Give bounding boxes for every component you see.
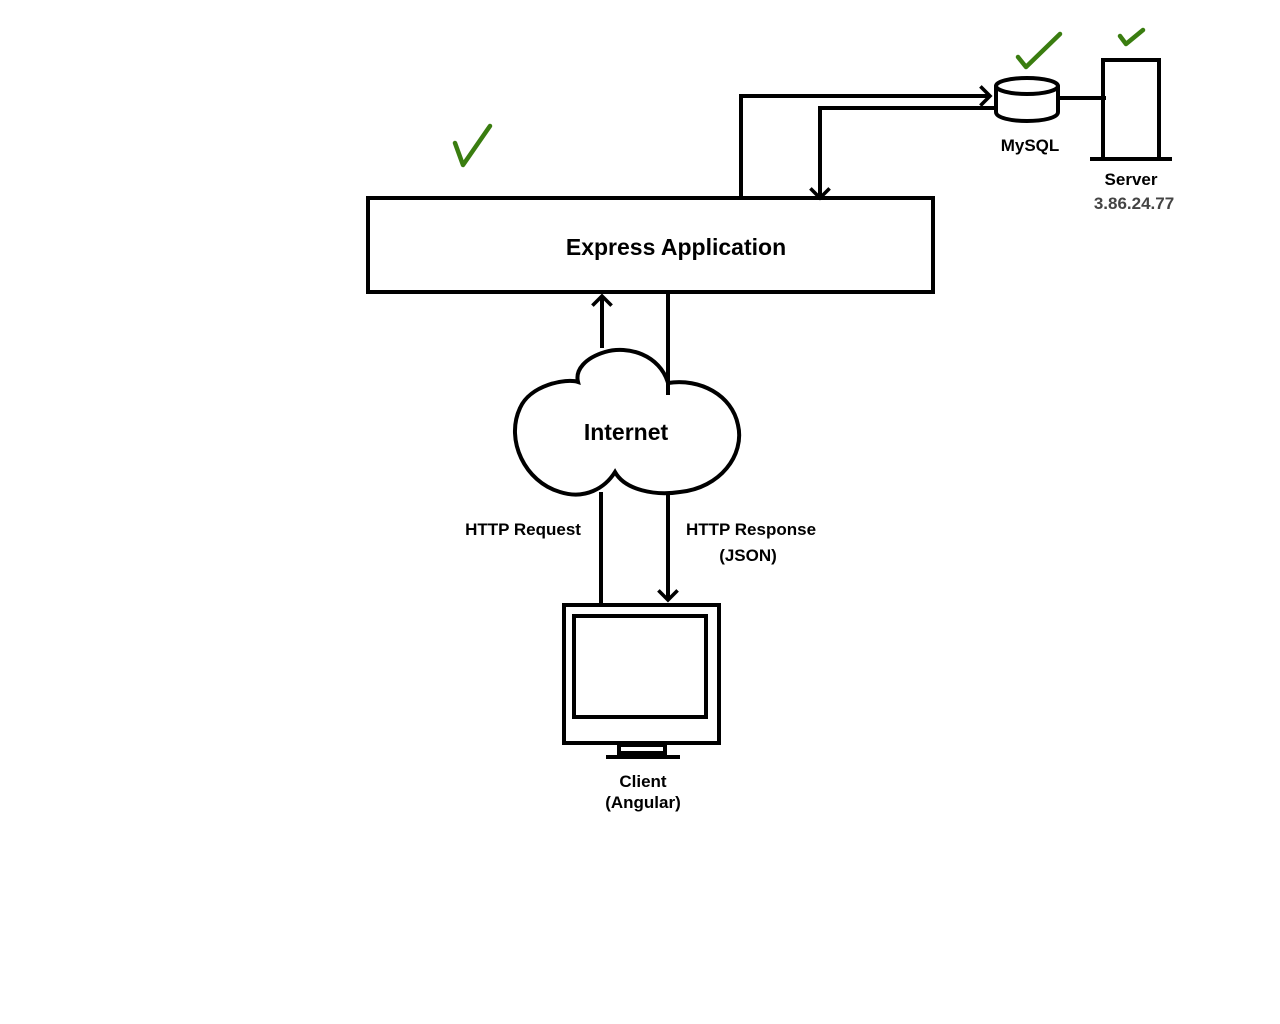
internet-node: Internet: [513, 347, 742, 497]
server-label: Server: [1105, 170, 1158, 189]
client-label: Client: [619, 772, 667, 791]
internet-label: Internet: [584, 419, 669, 445]
mysql-to-express-arrow: [809, 106, 996, 201]
mysql-label: MySQL: [1001, 136, 1060, 155]
client-framework-label: (Angular): [605, 793, 681, 812]
express-application-box: [366, 196, 935, 294]
http-response-format-label: (JSON): [719, 546, 777, 565]
http-response-label: HTTP Response: [686, 520, 816, 539]
express-to-mysql-arrow: [739, 85, 993, 200]
server-icon: [1090, 58, 1172, 161]
http-request-label: HTTP Request: [465, 520, 581, 539]
cloud-icon: [513, 347, 742, 497]
monitor-icon: [562, 603, 721, 759]
check-icon: [1117, 27, 1146, 47]
check-icon: [1015, 31, 1063, 70]
mysql-node: MySQL: [994, 76, 1060, 155]
database-icon: [994, 76, 1060, 123]
server-ip-label: 3.86.24.77: [1094, 194, 1174, 213]
server-node: Server 3.86.24.77: [1090, 58, 1174, 213]
express-application-label: Express Application: [566, 234, 786, 260]
express-application-node: Express Application: [366, 196, 935, 294]
check-icon: [452, 123, 493, 168]
client-node: Client (Angular): [562, 603, 721, 812]
